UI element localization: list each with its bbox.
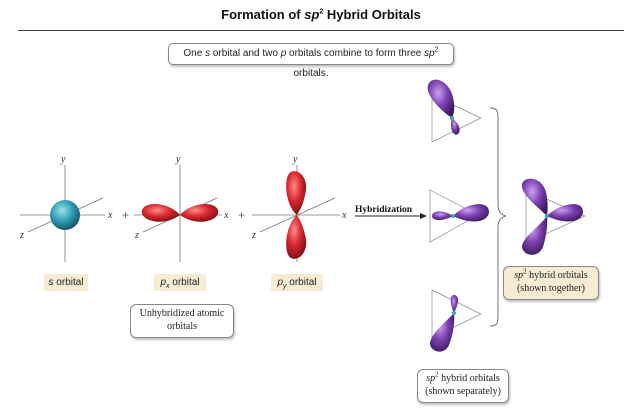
y-subscript: y	[283, 283, 287, 290]
page-title: Formation of sp2 Hybrid Orbitals	[0, 7, 642, 22]
title-sup: 2	[319, 8, 324, 16]
s-orbital-label: s orbital	[44, 274, 88, 291]
p-symbol: p	[160, 277, 167, 288]
nucleus	[450, 116, 454, 120]
banner-text-4: orbitals.	[293, 68, 329, 79]
separate-sup: 2	[435, 370, 439, 379]
together-sup: 2	[523, 267, 527, 276]
banner-text-1: One	[183, 48, 206, 59]
nucleus	[544, 213, 550, 219]
hybrid-large-lobe	[427, 79, 455, 118]
grouping-brace	[489, 107, 507, 327]
nucleus	[452, 311, 456, 315]
py-upper-lobe	[286, 171, 307, 215]
hybrid-lobe-lower	[522, 216, 548, 255]
px-orbital-diagram: y x z	[134, 154, 229, 262]
z-axis-label: z	[251, 230, 256, 241]
arrow-head	[420, 213, 427, 219]
together-sp: sp	[514, 270, 524, 281]
px-right-lobe	[180, 203, 219, 222]
y-axis-label: y	[292, 154, 298, 165]
py-lower-lobe	[286, 215, 307, 259]
separate-caption: sp2 hybrid orbitals (shown separately)	[417, 369, 509, 403]
hybridization-label: Hybridization	[355, 205, 413, 215]
z-axis-label: z	[134, 230, 139, 241]
trigonal-guide	[429, 189, 479, 243]
plus-sign-2: +	[238, 208, 245, 222]
s-label-text: orbital	[53, 277, 84, 288]
s-orbital-diagram: y x z	[19, 154, 113, 262]
x-axis-label: x	[223, 210, 229, 221]
hybrid-lobe-right	[547, 204, 583, 222]
banner-sup: 2	[434, 46, 439, 54]
px-orbital-label: px orbital	[154, 274, 206, 291]
banner-text-3: orbitals combine to form three	[286, 48, 425, 59]
together-line-1: hybrid orbitals	[526, 270, 588, 281]
sp2-orbital-bottom	[430, 289, 482, 352]
sp2-orbital-middle	[429, 189, 489, 243]
banner-sp: sp	[424, 48, 435, 59]
px-label-text: orbital	[169, 277, 200, 288]
px-left-lobe	[141, 203, 180, 222]
unhybridized-line-1: Unhybridized atomic	[139, 308, 225, 319]
unhybridized-caption: Unhybridized atomic orbitals	[130, 304, 234, 338]
together-caption: sp2 hybrid orbitals (shown together)	[503, 266, 599, 300]
y-axis-label: y	[60, 154, 66, 165]
s-orbital-sphere	[50, 200, 80, 230]
together-line-2: (shown together)	[516, 283, 586, 294]
hybrid-lobe-upper	[521, 178, 548, 216]
sp2-orbitals-together	[521, 178, 586, 255]
y-axis-label: y	[175, 154, 181, 165]
nucleus	[451, 214, 455, 218]
title-sp: sp	[304, 7, 320, 22]
banner-text-2: orbital and two	[210, 48, 281, 59]
separate-line-1: hybrid orbitals	[438, 373, 500, 384]
trigonal-guide	[525, 189, 586, 244]
x-axis-label: x	[341, 210, 347, 221]
banner-p: p	[280, 48, 287, 59]
hybrid-large-lobe	[430, 313, 455, 352]
z-axis-label: z	[19, 230, 24, 241]
s-symbol: s	[48, 277, 54, 288]
separate-line-2: (shown separately)	[425, 386, 501, 397]
plus-sign-1: +	[122, 208, 129, 222]
py-orbital-diagram: y x z	[251, 154, 347, 262]
hybrid-small-lobe	[431, 211, 453, 221]
z-axis	[259, 197, 336, 233]
title-suffix: Hybrid Orbitals	[323, 7, 421, 22]
x-axis-label: x	[107, 210, 113, 221]
sp2-orbital-top	[427, 79, 482, 143]
x-subscript: x	[166, 283, 170, 290]
hybrid-small-lobe	[450, 294, 458, 313]
summary-banner: One s orbital and two p orbitals combine…	[168, 43, 454, 79]
unhybridized-line-2: orbitals	[167, 321, 197, 332]
title-rule	[18, 30, 624, 31]
banner-s: s	[205, 48, 211, 59]
p-symbol: p	[277, 277, 284, 288]
title-prefix: Formation of	[221, 7, 305, 22]
separate-sp: sp	[426, 373, 436, 384]
hybridization-arrow: Hybridization	[355, 205, 427, 219]
hybrid-large-lobe	[453, 204, 489, 222]
py-label-text: orbital	[286, 277, 317, 288]
py-orbital-label: py orbital	[271, 274, 323, 291]
hybrid-small-lobe	[450, 118, 460, 135]
